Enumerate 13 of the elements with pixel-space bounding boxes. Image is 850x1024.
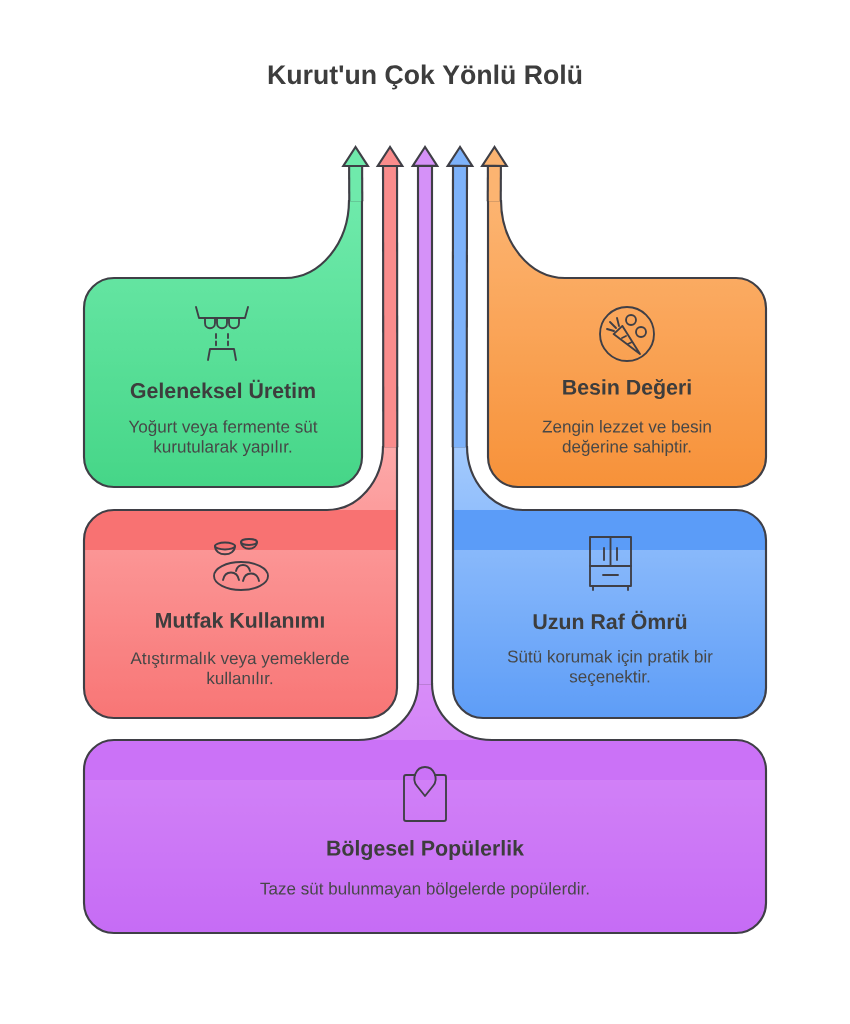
title: Kurut'un Çok Yönlü Rolü [268,64,582,90]
card-text: Yoğurt veya fermente süt kurutularak yapılır. [128,419,318,457]
card [82,199,364,489]
card-title: Besin Değeri [563,378,691,400]
card-text: Sütü korumak için pratik bir seçenektir. [507,650,713,686]
card-text: Atıştırmalık veya yemeklerde kullanılır. [130,651,349,685]
card [486,199,768,489]
card-text: Zengin lezzet ve besin değerine sahiptir. [542,420,711,456]
card-text: Taze süt bulunmayan bölgelerde popülerdir. [260,882,589,898]
card-title: Geleneksel Üretim [130,379,315,399]
card-title: Uzun Raf Ömrü [533,610,687,630]
card-title: Mutfak Kullanımı [156,612,324,628]
card-title: Bölgesel Popülerlik [327,840,524,860]
